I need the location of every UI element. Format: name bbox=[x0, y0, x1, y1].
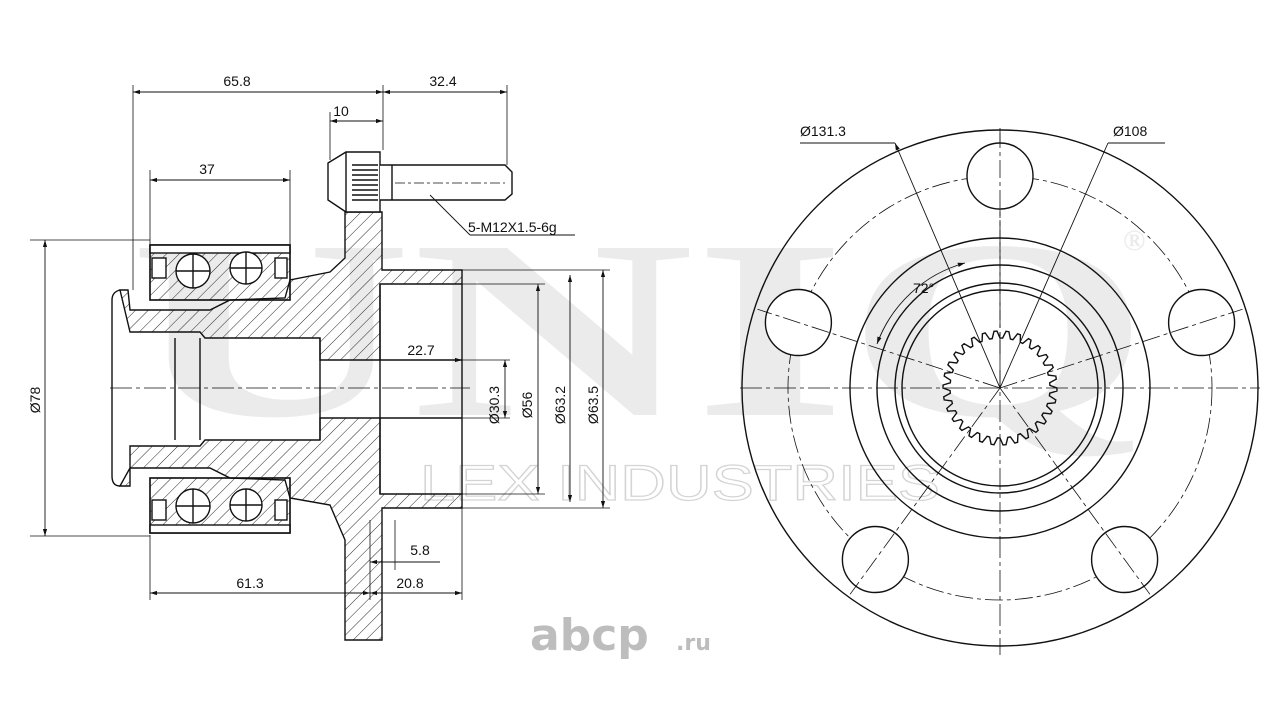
stud-radials bbox=[757, 133, 1243, 595]
front-view-dimension-labels: Ø131.3 Ø108 72° bbox=[800, 123, 1147, 296]
dim-spigot-depth: 22.7 bbox=[407, 342, 434, 358]
flange-outer-circle bbox=[741, 129, 1259, 647]
dim-pcd: Ø108 bbox=[1113, 123, 1147, 139]
dim-overall-left: 65.8 bbox=[223, 73, 250, 89]
dim-recess: 5.8 bbox=[410, 542, 430, 558]
dim-pilot-dia: Ø56 bbox=[519, 392, 535, 419]
leader-stud-thread bbox=[429, 194, 471, 236]
dim-bearing-offset: 61.3 bbox=[236, 575, 263, 591]
side-view-dimension-labels: 65.8 32.4 10 37 5-M12X1.5-6g Ø78 22.7 Ø3… bbox=[27, 73, 601, 591]
dim-flange-thickness: 10 bbox=[333, 103, 349, 119]
dim-hub-length: 20.8 bbox=[396, 575, 423, 591]
site-logo: abcp .ru bbox=[530, 610, 711, 661]
dim-stud-length: 32.4 bbox=[429, 73, 456, 89]
front-view bbox=[740, 128, 1260, 655]
hub-bore bbox=[174, 338, 321, 440]
dim-stud-angle: 72° bbox=[913, 280, 934, 296]
dim-flange-dia: Ø131.3 bbox=[800, 123, 846, 139]
dim-bore-dia: Ø30.3 bbox=[486, 386, 502, 424]
hub-pilot bbox=[379, 284, 463, 494]
side-section-view bbox=[30, 85, 610, 641]
stud-radial-line bbox=[757, 308, 1001, 389]
watermark-subtitle: LEX INDUSTRIES bbox=[420, 455, 940, 511]
bearing-seals bbox=[151, 257, 288, 521]
stud-radial-line bbox=[849, 387, 1001, 595]
dim-bearing-width: 37 bbox=[199, 161, 215, 177]
dim-stud-thread: 5-M12X1.5-6g bbox=[468, 219, 557, 235]
angle-arc bbox=[876, 262, 966, 345]
dim-outer-dia: Ø78 bbox=[27, 387, 43, 414]
spline-bore bbox=[942, 330, 1058, 446]
bearing-balls bbox=[175, 251, 263, 524]
stud-radial-line bbox=[999, 387, 1151, 595]
site-logo-name: abcp bbox=[530, 610, 649, 661]
wheel-stud bbox=[327, 151, 513, 213]
hub-body-upper bbox=[119, 211, 463, 361]
stud-radial-line bbox=[999, 308, 1243, 389]
watermark-registered-mark: ® bbox=[1123, 224, 1145, 257]
dim-pilot-dia-3: Ø63.5 bbox=[585, 386, 601, 424]
site-logo-tld: .ru bbox=[676, 631, 711, 656]
dim-pilot-dia-2: Ø63.2 bbox=[552, 386, 568, 424]
